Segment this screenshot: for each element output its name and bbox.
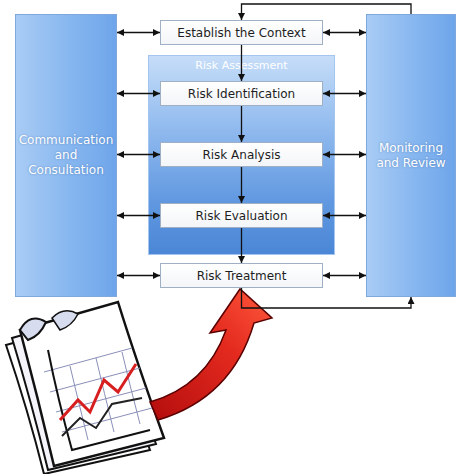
- flow-connector: [117, 32, 160, 33]
- page-curl: [20, 318, 46, 340]
- side-panel: Monitoring and Review: [366, 14, 456, 297]
- feedback-connector: [242, 288, 412, 308]
- grid-line: [122, 352, 140, 424]
- box-label: Risk Analysis: [202, 148, 280, 162]
- box-label: Risk Identification: [188, 87, 295, 101]
- side-panel: Communication and Consultation: [15, 14, 117, 297]
- group-label: Risk Assessment: [149, 59, 334, 72]
- process-box: Risk Identification: [160, 81, 323, 106]
- box-label: Risk Evaluation: [195, 209, 287, 223]
- process-box: Risk Treatment: [160, 263, 323, 288]
- chart-axis: [48, 350, 150, 450]
- flow-connector: [117, 93, 160, 94]
- process-box: Establish the Context: [160, 20, 323, 45]
- flow-connector: [117, 154, 160, 155]
- chart-line: [60, 364, 136, 420]
- flow-connector: [241, 167, 242, 203]
- page-curl: [52, 311, 78, 330]
- flow-connector: [323, 93, 366, 94]
- feedback-connector: [242, 4, 412, 20]
- flow-connector: [117, 215, 160, 216]
- document-stack: [6, 302, 164, 474]
- flow-connector: [323, 215, 366, 216]
- grid-line: [44, 348, 132, 372]
- flow-connector: [241, 228, 242, 263]
- flow-connector: [323, 154, 366, 155]
- flow-connector: [241, 45, 242, 81]
- process-box: Risk Evaluation: [160, 203, 323, 228]
- box-label: Monitoring and Review: [371, 141, 451, 171]
- flow-connector: [323, 275, 366, 276]
- process-box: Risk Analysis: [160, 142, 323, 167]
- flow-connector: [323, 32, 366, 33]
- front-sheet: [20, 302, 164, 466]
- flow-connector: [241, 106, 242, 142]
- box-label: Communication and Consultation: [19, 133, 114, 178]
- group-band: Risk AssessmentRisk IdentificationRisk A…: [148, 55, 335, 255]
- red-curved-arrow: [150, 289, 272, 420]
- box-label: Establish the Context: [177, 26, 305, 40]
- box-label: Risk Treatment: [197, 269, 287, 283]
- chart-line: [62, 398, 142, 436]
- chart-grid: [44, 348, 152, 440]
- flow-connector: [117, 275, 160, 276]
